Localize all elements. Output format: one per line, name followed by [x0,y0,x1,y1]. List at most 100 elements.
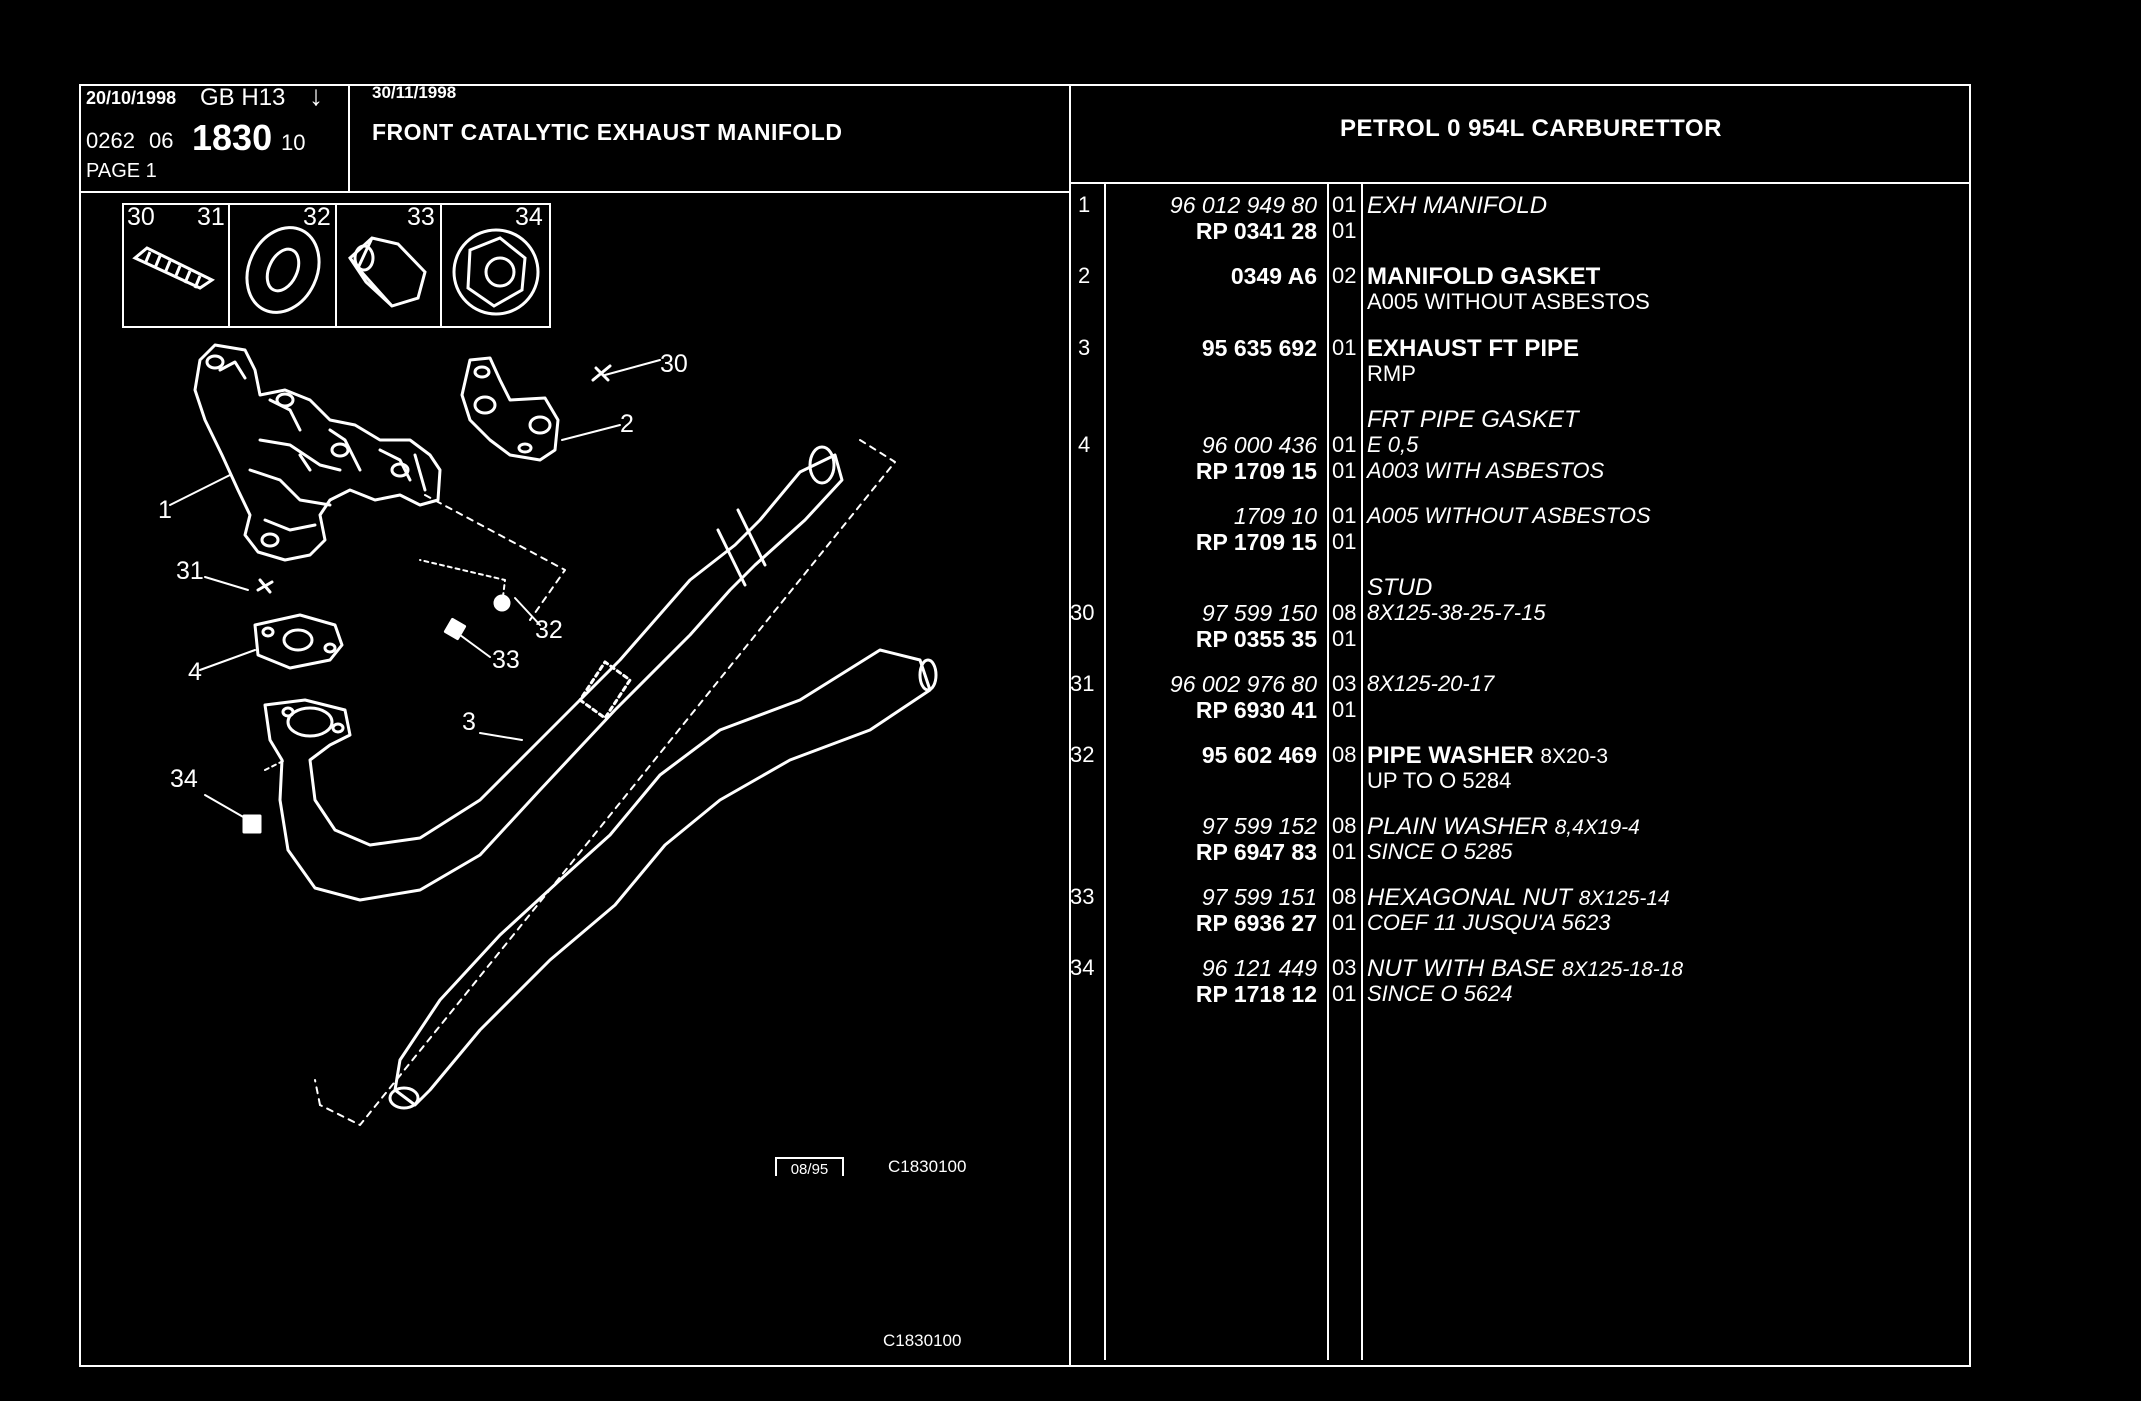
part-qty-rp: 01 [1332,910,1357,935]
part-description: NUT WITH BASE 8X125-18-18 [1367,955,1684,982]
part-qty-rp: 01 [1332,626,1357,651]
part-qty: 08 [1332,742,1357,767]
part-reference-rp: RP 1709 15 [1195,529,1317,555]
part-description: PIPE WASHER 8X20-3 [1367,742,1609,769]
divider-center [1069,84,1071,1367]
part-description: HEXAGONAL NUT 8X125-14 [1367,884,1670,911]
part-description: STUD [1367,574,1433,601]
part-reference: 96 121 449 [1201,955,1317,981]
part-description-note: SINCE O 5624 [1367,981,1513,1006]
front-pipe-drawing [263,445,844,902]
part-description: 8X125-38-25-7-15 [1367,600,1546,625]
part-reference: 95 602 469 [1201,742,1317,768]
header-ref2: 06 [149,128,174,153]
header-date2: 30/11/1998 [372,83,457,102]
part-reference-rp: RP 1718 12 [1195,981,1317,1007]
part-qty: 02 [1332,263,1357,288]
section-boundary [314,439,896,1126]
part-reference-rp: RP 0355 35 [1195,626,1317,652]
part-description: 8X125-20-17 [1367,671,1495,696]
part-description-note: COEF 11 JUSQU'A 5623 [1367,910,1611,935]
part-reference: 97 599 152 [1201,813,1317,839]
header-ref3: 1830 [192,117,273,158]
part-reference: 95 635 692 [1201,335,1317,361]
part-index: 3 [1078,335,1091,360]
part-index: 31 [1070,671,1095,696]
part-qty-rp: 01 [1332,697,1357,722]
part-qty: 08 [1332,600,1357,625]
leader-lines [169,359,661,819]
part-reference: 96 012 949 80 [1169,192,1317,218]
footer-code-a: C1830100 [888,1157,967,1176]
part-reference-rp: RP 6947 83 [1195,839,1317,865]
divider-list-qty [1327,184,1329,1360]
callout-1: 1 [158,496,172,524]
part-reference: 97 599 150 [1201,600,1317,626]
part-description: PLAIN WASHER 8,4X19-4 [1367,813,1640,840]
part-reference: 97 599 151 [1201,884,1317,910]
part-index: 30 [1070,600,1095,625]
part-index: 32 [1070,742,1095,767]
part-description: FRT PIPE GASKET [1367,406,1579,433]
part-reference: 96 002 976 80 [1169,671,1317,697]
callout-30: 30 [660,350,688,378]
hex-nut-icon [348,236,427,308]
part-description: EXH MANIFOLD [1367,192,1548,219]
part-qty: 01 [1332,335,1357,360]
stud-icon [132,246,215,290]
divider-list-desc [1361,184,1363,1360]
thumb-label-32: 32 [303,203,331,231]
part-qty-rp: 01 [1332,458,1357,483]
header-page: PAGE 1 [86,160,157,182]
part-qty-rp: 01 [1332,981,1357,1006]
header-date: 20/10/1998 [86,88,177,108]
part-qty: 03 [1332,671,1357,696]
part-index: 33 [1070,884,1095,909]
header-ref4: 10 [281,130,306,155]
part-reference-rp: RP 0341 28 [1195,218,1317,244]
page-frame [79,84,1971,1367]
part-qty: 08 [1332,884,1357,909]
part-reference: 96 000 436 [1201,432,1317,458]
part-qty: 08 [1332,813,1357,838]
part-description: EXHAUST FT PIPE [1367,335,1580,362]
part-reference: 0349 A6 [1230,263,1317,289]
page-title: FRONT CATALYTIC EXHAUST MANIFOLD [372,119,843,145]
callout-2: 2 [620,410,634,438]
part-reference: 1709 10 [1233,503,1317,529]
footer-code-b: C1830100 [883,1331,962,1350]
arrow-down-icon: ↓ [309,80,323,111]
thumb-label-33: 33 [407,203,435,231]
washer-icon [245,226,321,314]
manifold-drawing [193,343,442,562]
footer-revision-box: 08/95 [775,1157,844,1178]
part-qty-rp: 01 [1332,218,1357,243]
callout-31: 31 [176,557,204,585]
divider-list-ref [1104,184,1106,1360]
engine-title: PETROL 0 954L CARBURETTOR [1340,115,1722,142]
divider-header-right [1069,182,1971,184]
part-qty-rp: 01 [1332,529,1357,554]
part-qty: 03 [1332,955,1357,980]
divider-header-left [348,84,350,191]
gasket-drawing [460,356,560,462]
callout-32: 32 [535,616,563,644]
part-description: E 0,5 [1367,432,1419,457]
part-qty: 01 [1332,192,1357,217]
divider-header [79,191,1069,193]
part-qty-rp: 01 [1332,839,1357,864]
callout-34: 34 [170,765,198,793]
callout-4: 4 [188,658,202,686]
part-description-note: A005 WITHOUT ASBESTOS [1367,289,1650,314]
thumb-label-31: 31 [197,203,225,231]
base-nut-icon [452,228,540,316]
part-description-note: UP TO O 5284 [1367,768,1512,793]
part-qty: 01 [1332,432,1357,457]
header-lang-code: GB H13 [200,84,286,111]
header-ref1: 0262 [86,128,135,153]
part-description-note: A003 WITH ASBESTOS [1367,458,1605,483]
part-description: MANIFOLD GASKET [1367,263,1601,290]
part-index: 1 [1078,192,1091,217]
